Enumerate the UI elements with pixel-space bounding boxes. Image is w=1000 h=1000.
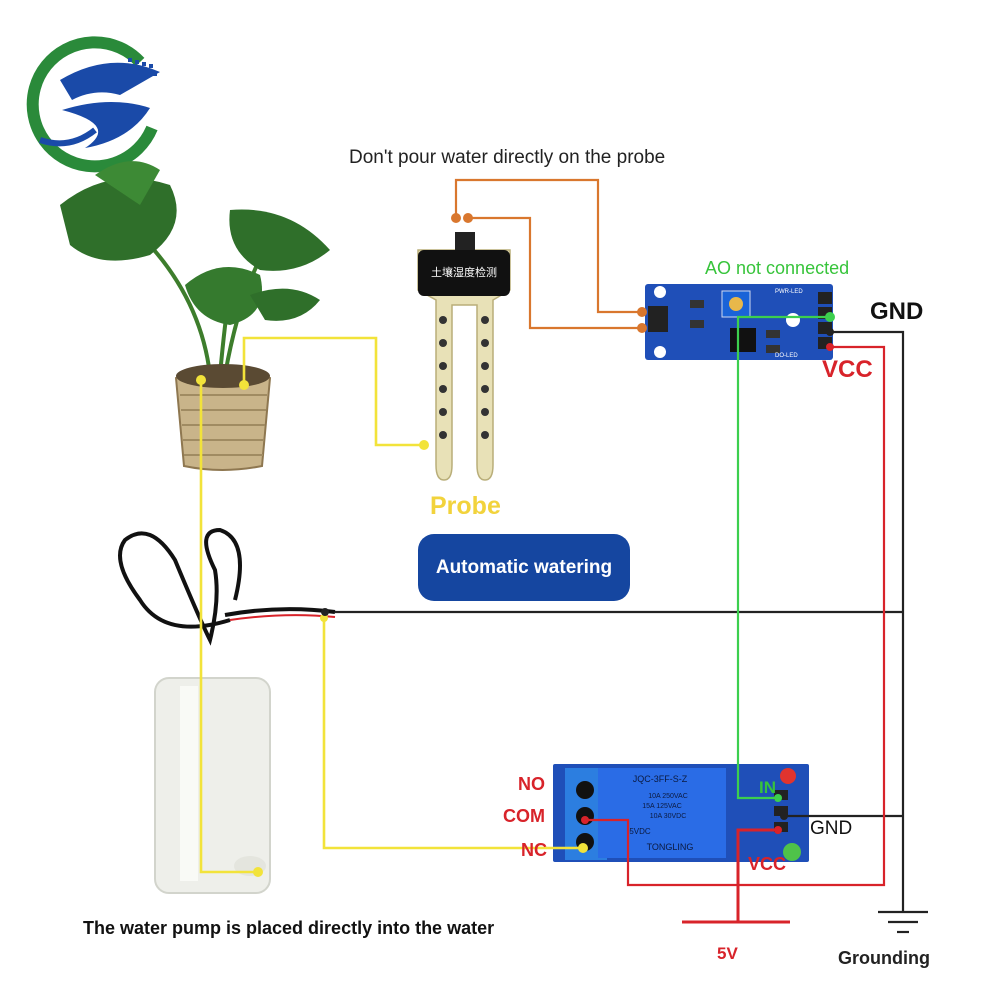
relay-model: JQC-3FF-S-Z	[633, 774, 688, 784]
relay-no-label: NO	[518, 774, 545, 794]
plant-illustration	[60, 161, 330, 471]
wire-orange-inner	[468, 216, 645, 330]
relay-coil: 5VDC	[629, 827, 651, 836]
relay-com-label: COM	[503, 806, 545, 826]
wire-gnd-sensor	[830, 330, 905, 912]
wire-do-in	[736, 315, 830, 800]
relay-module: JQC-3FF-S-Z 10A 250VAC 15A 125VAC 10A 30…	[553, 764, 809, 862]
relay-rating-3: 10A 30VDC	[650, 813, 687, 820]
relay-nc-label: NC	[521, 840, 547, 860]
relay-rating-1: 10A 250VAC	[648, 793, 688, 800]
probe-label: Probe	[430, 492, 501, 520]
five-volt-label: 5V	[717, 944, 738, 963]
wire-vcc-relay	[736, 828, 778, 922]
wires	[199, 178, 905, 924]
pwr-led-label: PWR-LED	[775, 289, 803, 295]
pump-placement-note: The water pump is placed directly into t…	[83, 918, 495, 938]
relay-brand: TONGLING	[647, 842, 694, 852]
sensor-gnd-label: GND	[870, 298, 924, 325]
relay-rating-2: 15A 125VAC	[642, 803, 682, 810]
automatic-watering-button[interactable]: Automatic watering	[418, 534, 630, 601]
wire-yellow-pump	[199, 380, 258, 874]
ground-symbol	[878, 910, 928, 934]
relay-in-label: IN	[759, 778, 776, 797]
probe-chinese-label: 土壤湿度检测	[431, 265, 497, 279]
wire-yellow-nc	[322, 616, 583, 850]
ao-not-connected-note: AO not connected	[705, 258, 850, 278]
connection-dots	[196, 213, 835, 877]
wire-orange-outer	[454, 178, 645, 314]
water-pump	[118, 527, 336, 894]
soil-probe: 土壤湿度检测	[417, 232, 511, 481]
sensor-vcc-label: VCC	[822, 356, 873, 383]
wire-yellow-probe	[242, 336, 424, 447]
grounding-label: Grounding	[838, 948, 930, 968]
relay-vcc-label: VCC	[748, 854, 787, 874]
do-led-label: DO-LED	[775, 353, 798, 359]
probe-warning-note: Don't pour water directly on the probe	[349, 147, 666, 168]
relay-gnd-label: GND	[810, 818, 853, 839]
brand-logo	[26, 36, 160, 173]
wire-vcc-sensor	[585, 345, 886, 887]
